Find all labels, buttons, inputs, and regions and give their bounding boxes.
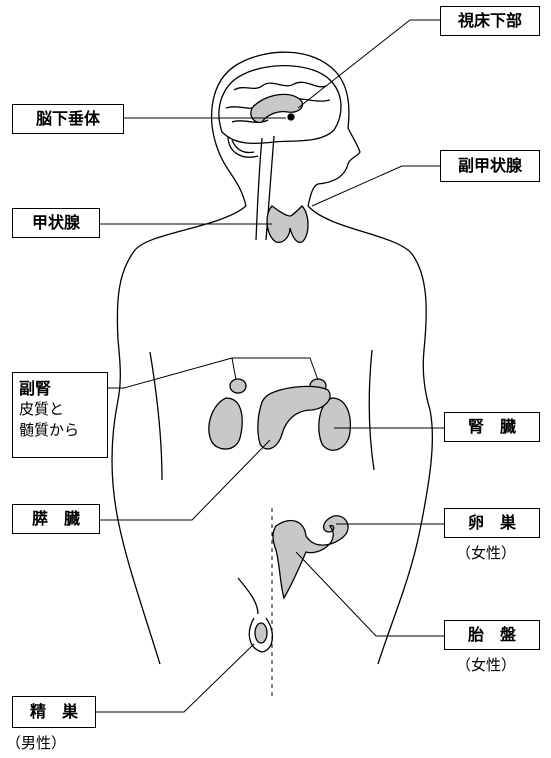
label-hypothalamus: 視床下部	[440, 6, 540, 36]
label-pituitary: 脳下垂体	[12, 104, 124, 134]
label-adrenal-line1: 副腎	[19, 378, 101, 399]
testis-shape	[255, 623, 267, 643]
head-outline	[212, 52, 360, 206]
label-kidney: 腎 臓	[444, 412, 540, 442]
testis-note: （男性）	[6, 736, 66, 751]
leader-testis	[96, 644, 254, 712]
label-adrenal: 副腎 皮質と 髄質から	[12, 372, 108, 458]
leader-pancreas	[100, 440, 270, 520]
label-testis: 精 巣	[12, 696, 96, 728]
label-ovary: 卵 巣	[444, 508, 540, 538]
label-pancreas: 膵 臓	[12, 504, 100, 534]
arm-left-inner	[150, 352, 162, 480]
leader-parathyroid	[312, 166, 440, 206]
kidney-left	[209, 398, 242, 449]
label-placenta: 胎 盤	[444, 620, 540, 650]
adrenal-left	[230, 379, 246, 393]
thyroid-shape	[267, 206, 308, 242]
label-adrenal-line3: 髄質から	[19, 420, 101, 441]
placenta-note: （女性）	[456, 658, 516, 673]
leader-hypothalamus	[298, 20, 440, 108]
label-thyroid: 甲状腺	[12, 208, 100, 238]
arm-right-inner	[369, 350, 374, 470]
pituitary-dot	[288, 114, 294, 120]
leader-adrenal	[108, 358, 318, 388]
leader-placenta	[296, 552, 444, 636]
uterus-shape	[273, 516, 348, 598]
label-parathyroid: 副甲状腺	[440, 150, 540, 182]
label-adrenal-line2: 皮質と	[19, 399, 101, 420]
ovary-note: （女性）	[456, 546, 516, 561]
